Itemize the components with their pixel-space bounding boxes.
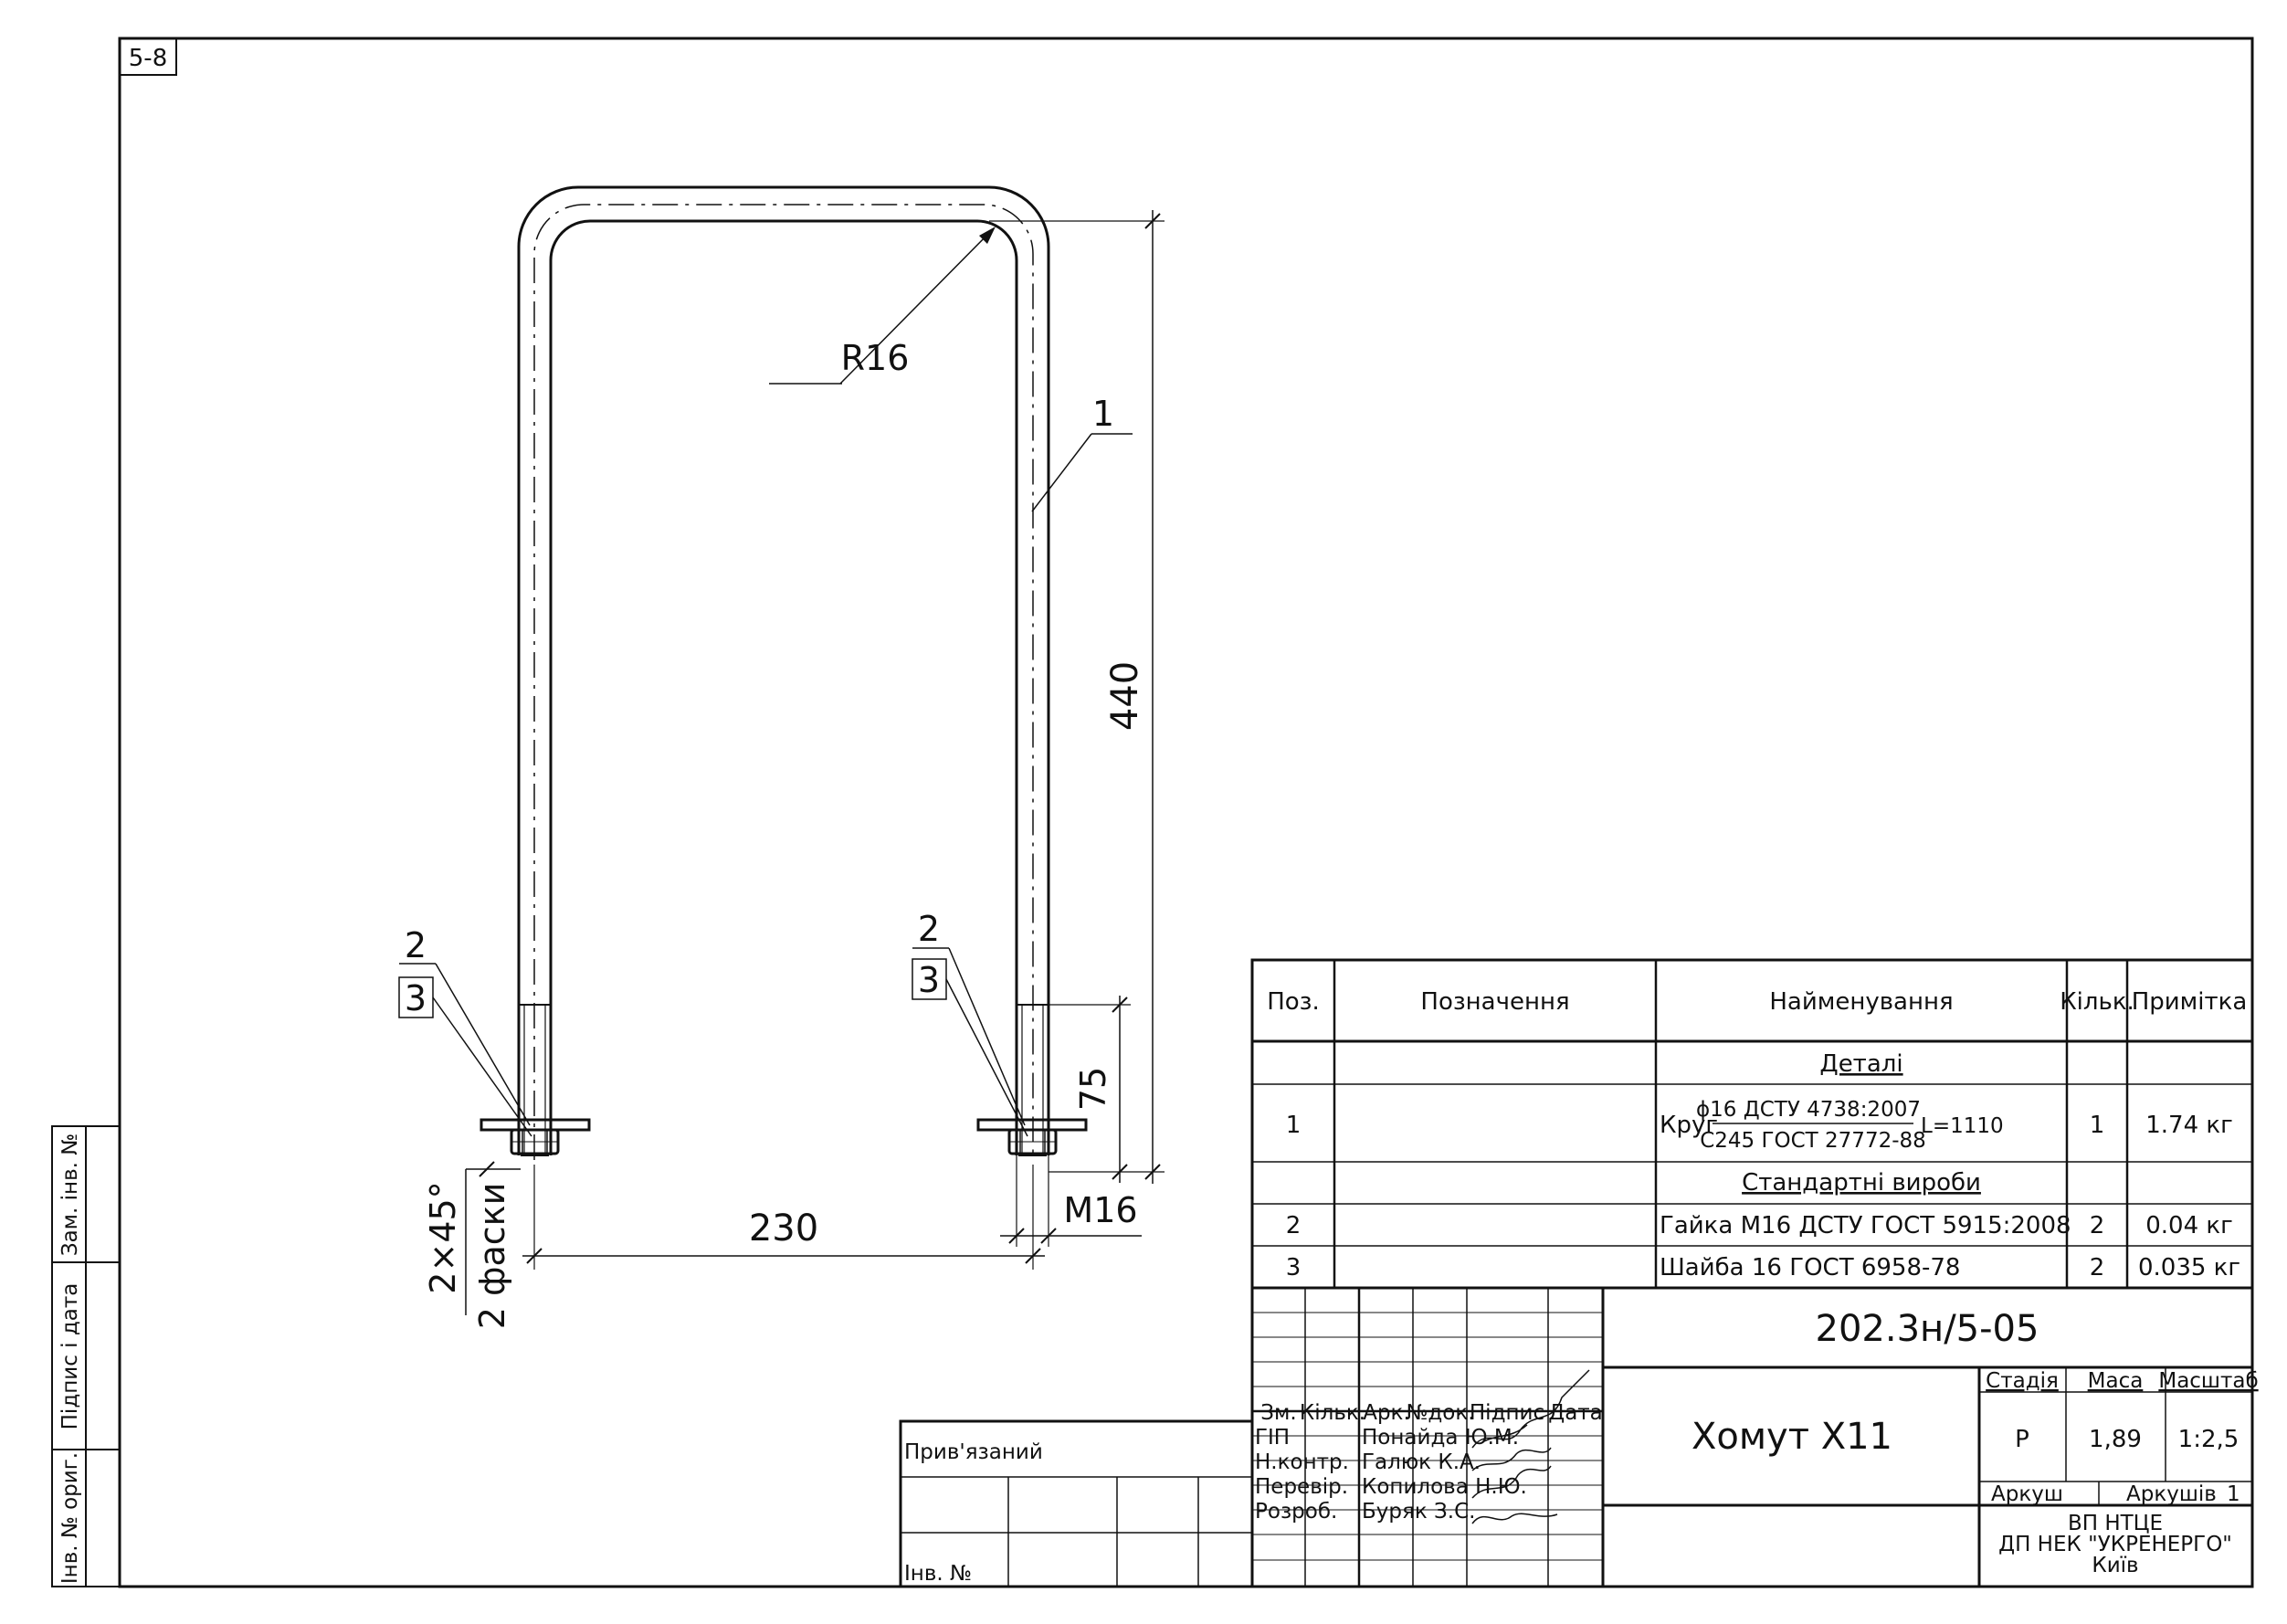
spec-row-1-prefix: Круг	[1660, 1112, 1718, 1139]
signature-2	[1471, 1447, 1552, 1471]
tb-stage-label: Стадія	[1986, 1369, 2059, 1393]
spec-row-1-top: ϕ16 ДСТУ 4738:2007	[1696, 1098, 1921, 1122]
spec-row-3-name: Шайба 16 ГОСТ 6958-78	[1660, 1254, 1960, 1281]
side-stamps: Зам. інв. № Підпис і дата Інв. № ориг.	[51, 1125, 121, 1587]
spec-row-1-pos: 1	[1286, 1112, 1302, 1139]
side-stamp-inv-orig: Інв. № ориг.	[58, 1452, 82, 1584]
side-stamp-zam-inv: Зам. інв. №	[58, 1134, 82, 1256]
tb-name-4: Буряк З.С.	[1362, 1500, 1475, 1524]
tb-role-1: ГІП	[1255, 1426, 1290, 1450]
tb-role-3: Перевір.	[1255, 1475, 1348, 1499]
dim-thread-length: 75	[1073, 1067, 1113, 1111]
binding-block: Прив'язаний Інв. №	[899, 1419, 1254, 1588]
tb-header-ndok: №док.	[1406, 1401, 1474, 1425]
specification-table: Поз. Позначення Найменування Кільк. Прим…	[1250, 958, 2254, 1290]
spec-row-2-pos: 2	[1286, 1212, 1302, 1239]
spec-row-3-qty: 2	[2090, 1254, 2105, 1281]
spec-header-designation: Позначення	[1420, 988, 1569, 1016]
signature-3	[1471, 1465, 1552, 1499]
tb-sheets-label: Аркушів	[2126, 1482, 2217, 1506]
spec-row-3-note: 0.035 кг	[2138, 1254, 2240, 1281]
tb-role-2: Н.контр.	[1255, 1450, 1349, 1474]
title-block: Зм. Кільк. Арк. №док. Підпис Дата ГІП По…	[1250, 1286, 2259, 1588]
spec-section-standard: Стандартні вироби	[1742, 1169, 1981, 1197]
label-right-2: 2	[918, 909, 940, 949]
dim-chamfer-a: 2×45°	[423, 1181, 463, 1293]
dim-thread: M16	[1063, 1190, 1137, 1230]
left-washer	[480, 1118, 591, 1132]
tb-stage: Р	[2015, 1426, 2029, 1453]
side-stamp-pidpys-data: Підпис і дата	[58, 1283, 82, 1430]
signature-4	[1471, 1513, 1558, 1524]
tb-header-pidpys: Підпис	[1470, 1401, 1544, 1425]
right-washer	[976, 1118, 1088, 1132]
binding-label: Прив'язаний	[904, 1440, 1043, 1464]
spec-row-2-note: 0.04 кг	[2145, 1212, 2233, 1239]
tb-role-4: Розроб.	[1255, 1500, 1337, 1524]
tb-scale: 1:2,5	[2178, 1426, 2240, 1453]
spec-row-1-suffix: L=1110	[1921, 1114, 2004, 1138]
u-bolt-inner-contour	[549, 219, 1018, 1005]
tb-sheets-count: 1	[2227, 1482, 2240, 1506]
spec-header-note: Примітка	[2132, 988, 2248, 1016]
spec-section-details: Деталі	[1819, 1050, 1902, 1078]
org-line-1: ВП НТЦЕ	[2068, 1512, 2163, 1535]
dim-chamfer-b: 2 фаски	[472, 1183, 512, 1330]
dim-height: 440	[1104, 661, 1146, 731]
spec-row-2-name: Гайка М16 ДСТУ ГОСТ 5915:2008	[1660, 1212, 2071, 1239]
tb-mass-label: Маса	[2088, 1369, 2144, 1393]
dim-width: 230	[749, 1207, 818, 1250]
signature-1	[1471, 1369, 1590, 1449]
dimensions: R16 1 440 75 230 M16	[398, 210, 1165, 1330]
label-part-1: 1	[1092, 394, 1114, 434]
spec-header-name: Найменування	[1769, 988, 1953, 1016]
label-left-2: 2	[405, 925, 427, 965]
label-right-3: 3	[918, 960, 940, 1000]
spec-header-pos: Поз.	[1267, 988, 1320, 1016]
tb-header-kilk: Кільк.	[1300, 1401, 1365, 1425]
u-bolt-outer-contour	[517, 185, 1050, 1005]
spec-row-1-note: 1.74 кг	[2145, 1112, 2233, 1139]
tb-header-ark: Арк.	[1363, 1401, 1410, 1425]
sheet-number: 5-8	[129, 45, 167, 72]
spec-header-qty: Кільк.	[2060, 988, 2134, 1016]
tb-header-data: Дата	[1548, 1401, 1603, 1425]
doc-code: 202.3н/5-05	[1816, 1308, 2039, 1350]
tb-name-2: Галюк К.А.	[1362, 1450, 1481, 1474]
spec-row-3-pos: 3	[1286, 1254, 1302, 1281]
tb-header-zm: Зм.	[1260, 1401, 1296, 1425]
drawing-title: Хомут Х11	[1692, 1416, 1892, 1458]
org-line-2: ДП НЕК "УКРЕНЕРГО"	[1998, 1533, 2232, 1556]
tb-name-3: Копилова Н.Ю.	[1362, 1475, 1527, 1499]
spec-row-1-qty: 1	[2090, 1112, 2105, 1139]
tb-scale-label: Масштаб	[2158, 1369, 2258, 1393]
org-line-3: Київ	[2092, 1554, 2138, 1577]
binding-inv-no: Інв. №	[904, 1562, 972, 1586]
tb-mass: 1,89	[2089, 1426, 2142, 1453]
sheet-number-box	[119, 37, 177, 76]
dim-radius: R16	[841, 338, 910, 378]
sheet-frame	[118, 37, 2254, 1588]
spec-row-1-bottom: С245 ГОСТ 27772-88	[1700, 1129, 1926, 1153]
tb-sheet-label: Аркуш	[1991, 1482, 2063, 1506]
label-left-3: 3	[405, 978, 427, 1018]
spec-row-2-qty: 2	[2090, 1212, 2105, 1239]
u-bolt-drawing	[480, 185, 1088, 1160]
u-bolt-centerline	[533, 204, 1034, 1160]
